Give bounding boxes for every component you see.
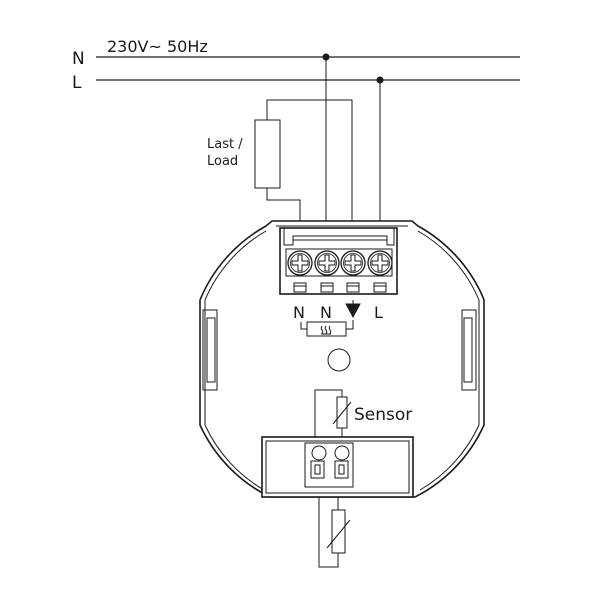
heat-icon [320, 325, 332, 335]
voltage-label: 230V~ 50Hz [107, 37, 208, 56]
terminal-label-n2: N [320, 303, 332, 322]
load-output-wire [266, 99, 353, 222]
internal-sensor-resistor [336, 396, 348, 429]
sensor-terminal-compartment [261, 436, 414, 498]
n-line-label: N [72, 49, 85, 69]
floor-sensor-resistor [331, 509, 346, 554]
load-label-1: Last / [207, 137, 243, 152]
l-line-label: L [72, 73, 82, 93]
terminal-screw-icon [287, 250, 313, 293]
floor-sensor-wire [318, 497, 339, 568]
sensor-variable-mark [332, 401, 352, 425]
heater-wire-left [300, 322, 307, 330]
thermostat-housing [199, 220, 485, 498]
sensor-label: Sensor [354, 405, 412, 425]
side-clip-right [461, 309, 477, 391]
load-label-2: Load [207, 154, 238, 169]
terminal-screw-icon [367, 250, 393, 293]
indicator-hole [327, 348, 351, 372]
heater-output-arrow-icon [345, 300, 361, 319]
load-resistor [254, 119, 281, 189]
sensor-wire-top [314, 389, 343, 437]
terminal-label-l: L [374, 303, 383, 322]
terminal-label-n1: N [293, 303, 305, 322]
terminal-screw-icon [340, 250, 366, 293]
heater-element [306, 321, 347, 337]
load-neutral-wire [266, 188, 301, 222]
floor-sensor-variable-mark [326, 519, 351, 549]
heater-wire-right [346, 320, 354, 330]
terminal-screw-icon [314, 250, 340, 293]
side-clip-left [202, 309, 218, 391]
